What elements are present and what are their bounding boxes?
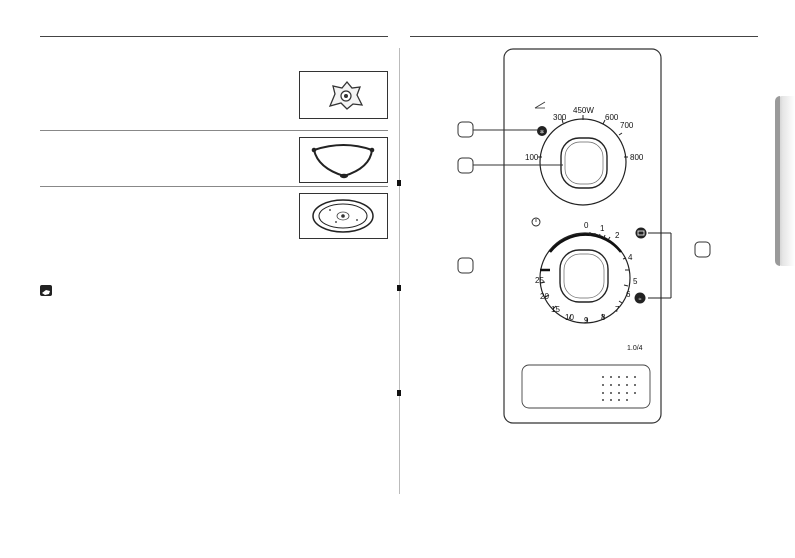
timer-label-6: 6 [626, 290, 631, 299]
timer-label-4: 4 [628, 253, 633, 262]
info-sticker [521, 364, 651, 409]
timer-label-5: 5 [633, 277, 638, 286]
power-label-700: 700 [620, 121, 634, 130]
timer-label-8: 8 [601, 313, 606, 322]
svg-text:≈: ≈ [639, 297, 642, 303]
timer-label-9: 9 [584, 316, 589, 325]
timer-dial[interactable] [539, 232, 631, 324]
divider-marker-3 [397, 390, 401, 396]
cook-icon: ≈ [634, 292, 646, 304]
timer-ticks [540, 232, 629, 322]
divider-marker-2 [397, 285, 401, 291]
section-tab-stripe [775, 96, 780, 266]
power-label-600: 600 [605, 113, 619, 122]
section-tab [775, 96, 795, 266]
power-level-icon [534, 101, 546, 109]
top-rule-left [40, 36, 388, 37]
power-label-100: 100 [525, 153, 539, 162]
coupler-image-box [299, 71, 388, 119]
turntable-image-box [299, 193, 388, 239]
callout-power-level [457, 121, 538, 138]
timer-label-10: 10 [565, 313, 574, 322]
roller-ring-image-box [299, 137, 388, 183]
callout-timer-dial [457, 257, 474, 274]
defrost-icon: ✲ [537, 126, 547, 136]
timer-label-1: 1 [600, 224, 605, 233]
column-divider [399, 48, 400, 494]
power-label-300: 300 [553, 113, 567, 122]
timer-label-2: 2 [615, 231, 620, 240]
section-rule-2 [40, 130, 388, 131]
timer-label-7: 7 [615, 305, 620, 314]
clock-icon [531, 217, 541, 227]
turntable-coupler-icon [328, 80, 364, 110]
note-icon [40, 285, 52, 296]
turntable-icon [312, 199, 374, 233]
timer-label-25: 25 [535, 276, 544, 285]
svg-text:✲: ✲ [540, 130, 544, 136]
roller-ring-icon [311, 144, 375, 179]
defrost-mode-icon [635, 227, 647, 239]
section-rule-3 [40, 186, 388, 187]
timer-label-20: 20 [540, 292, 549, 301]
panel-note: 1.0/4 [627, 345, 643, 352]
divider-marker-1 [397, 180, 401, 186]
power-dial[interactable] [539, 118, 627, 206]
timer-label-15: 15 [551, 305, 560, 314]
timer-label-0: 0 [584, 221, 589, 230]
power-label-800: 800 [630, 153, 644, 162]
top-rule-right [410, 36, 758, 37]
callout-modes [694, 241, 711, 258]
power-label-450w: 450W [573, 106, 594, 115]
callout-power-dial [457, 157, 563, 174]
mode-bracket [648, 232, 672, 299]
